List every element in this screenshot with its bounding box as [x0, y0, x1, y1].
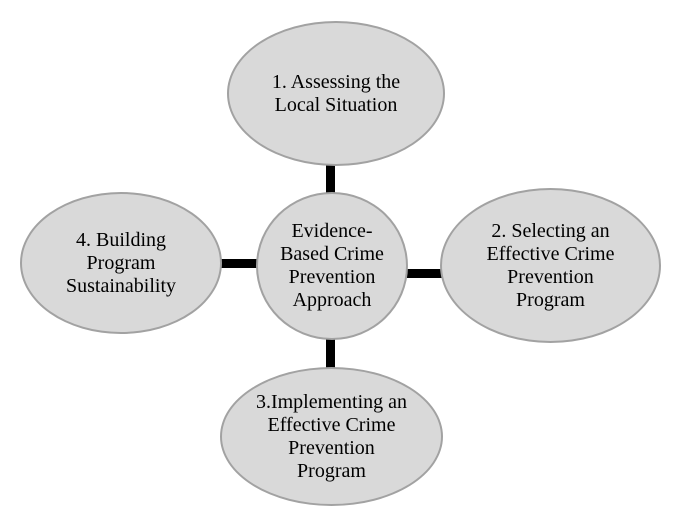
node-step-3-label: 3.Implementing an Effective Crime Preven… — [255, 390, 408, 482]
node-step-4-label: 4. Building Program Sustainability — [66, 228, 176, 297]
node-center-evidence-based-approach: Evidence- Based Crime Prevention Approac… — [256, 192, 408, 340]
connector-center-to-bottom — [326, 334, 335, 374]
connector-center-to-top — [326, 158, 335, 198]
node-step-1-label: 1. Assessing the Local Situation — [271, 70, 401, 116]
node-center-label: Evidence- Based Crime Prevention Approac… — [280, 220, 384, 311]
node-step-4-building-sustainability: 4. Building Program Sustainability — [20, 192, 222, 334]
node-step-2-selecting-program: 2. Selecting an Effective Crime Preventi… — [440, 188, 661, 343]
connector-center-to-left — [212, 259, 262, 268]
node-step-1-assessing-local-situation: 1. Assessing the Local Situation — [227, 21, 445, 166]
connector-center-to-right — [402, 269, 446, 278]
node-step-2-label: 2. Selecting an Effective Crime Preventi… — [486, 219, 615, 311]
node-step-3-implementing-program: 3.Implementing an Effective Crime Preven… — [220, 367, 443, 506]
